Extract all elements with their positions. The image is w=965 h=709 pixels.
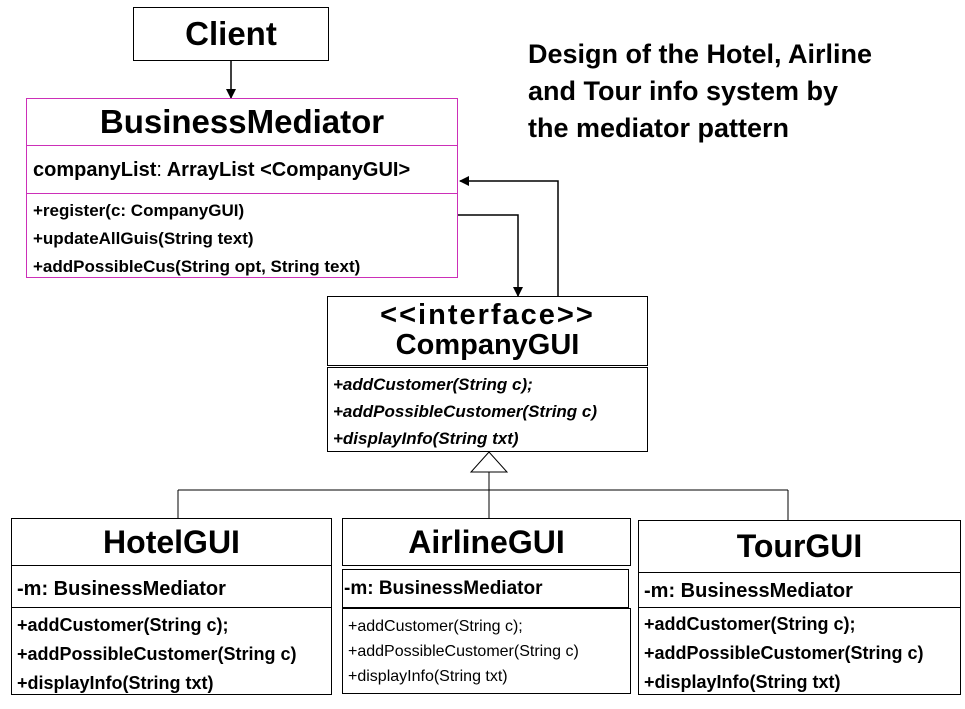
method-row: +addPossibleCustomer(String c) (348, 643, 579, 660)
method-row: +register(c: CompanyGUI) (33, 201, 245, 220)
method-row: +addCustomer(String c); (333, 375, 533, 394)
class-name-text: BusinessMediator (99, 103, 385, 140)
method-row: +addCustomer(String c); (17, 615, 229, 635)
method-row: +addPossibleCustomer(String c) (644, 643, 924, 663)
business-mediator-name: BusinessMediator (27, 99, 457, 146)
class-name-text: HotelGUI (103, 523, 240, 560)
attribute-text: -m: BusinessMediator (644, 580, 853, 602)
method-row: +addCustomer(String c); (644, 614, 856, 634)
tour-gui-class: TourGUI -m: BusinessMediator +addCustome… (638, 520, 961, 695)
tour-gui-name: TourGUI (639, 521, 960, 573)
class-name-text: TourGUI (736, 528, 863, 564)
companygui-to-mediator-arrow (459, 176, 559, 296)
interface-stereotype: <<interface>> (380, 299, 595, 331)
tour-gui-methods: +addCustomer(String c); +addPossibleCust… (639, 608, 960, 697)
method-row: +displayInfo(String txt) (17, 673, 214, 693)
mediator-to-companygui-arrow (458, 214, 523, 297)
hotel-gui-class: HotelGUI -m: BusinessMediator +addCustom… (11, 518, 332, 695)
class-name-text: AirlineGUI (408, 523, 565, 560)
business-mediator-attribute: companyList: ArrayList <CompanyGUI> (27, 146, 457, 194)
method-row: +addPossibleCustomer(String c) (333, 402, 598, 421)
hotel-gui-name: HotelGUI (12, 519, 331, 566)
attribute-text: -m: BusinessMediator (344, 578, 543, 599)
hotel-gui-attribute: -m: BusinessMediator (12, 566, 331, 608)
business-mediator-methods: +register(c: CompanyGUI) +updateAllGuis(… (27, 194, 457, 281)
airline-gui-name: AirlineGUI (342, 518, 631, 566)
interface-name: CompanyGUI (395, 329, 580, 361)
attribute-name: companyList (33, 159, 157, 181)
caption-line: and Tour info system by (528, 76, 839, 106)
attribute-type: ArrayList <CompanyGUI> (161, 159, 411, 181)
method-row: +displayInfo(String txt) (644, 672, 841, 692)
company-gui-interface-header: <<interface>> CompanyGUI (327, 296, 648, 366)
attribute-text: -m: BusinessMediator (17, 578, 226, 600)
client-class-name: Client (185, 15, 277, 52)
attribute-separator: : (156, 159, 162, 181)
method-row: +updateAllGuis(String text) (33, 229, 254, 248)
generalization-triangle (469, 451, 509, 473)
client-class: Client (133, 7, 329, 61)
method-row: +displayInfo(String txt) (333, 429, 519, 448)
company-gui-methods: +addCustomer(String c); +addPossibleCust… (327, 367, 648, 452)
diagram-caption: Design of the Hotel, Airline and Tour in… (528, 36, 872, 147)
method-row: +addCustomer(String c); (348, 618, 523, 635)
airline-gui-attribute: -m: BusinessMediator (342, 569, 629, 608)
caption-line: the mediator pattern (528, 113, 790, 143)
tour-gui-attribute: -m: BusinessMediator (639, 573, 960, 608)
caption-line: Design of the Hotel, Airline (528, 39, 873, 69)
method-row: +addPossibleCus(String opt, String text) (33, 257, 361, 276)
airline-gui-methods: +addCustomer(String c); +addPossibleCust… (342, 608, 631, 694)
method-row: +displayInfo(String txt) (348, 668, 508, 685)
method-row: +addPossibleCustomer(String c) (17, 644, 297, 664)
hotel-gui-methods: +addCustomer(String c); +addPossibleCust… (12, 608, 331, 698)
business-mediator-class: BusinessMediator companyList: ArrayList … (26, 98, 458, 278)
